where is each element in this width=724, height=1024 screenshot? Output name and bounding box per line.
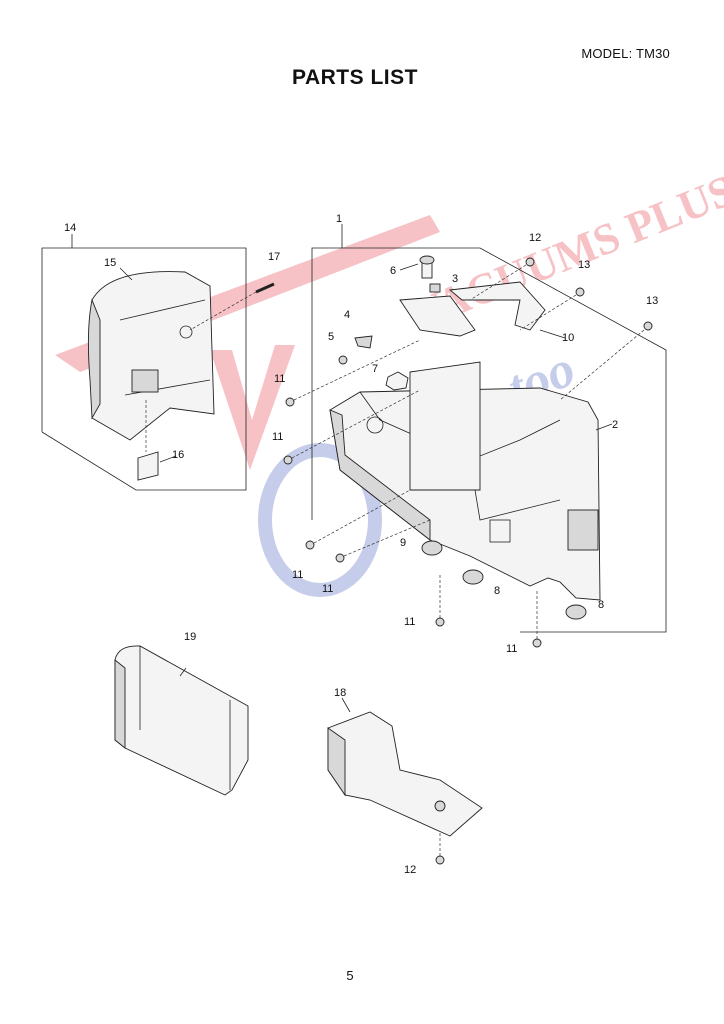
- callout-12a: 12: [529, 232, 541, 244]
- part-plate: [399, 295, 476, 337]
- callout-15: 15: [104, 257, 116, 269]
- part-10-lever: [448, 281, 546, 331]
- bracket-14: [41, 247, 247, 491]
- model-label: MODEL: TM30: [581, 46, 670, 61]
- callout-12b: 12: [404, 864, 416, 876]
- callout-11c: 11: [292, 569, 303, 581]
- bracket-1: [311, 247, 667, 633]
- callout-18: 18: [334, 687, 346, 699]
- part-19-rear-cover: [114, 645, 249, 796]
- callout-19: 19: [184, 631, 196, 643]
- callout-13b: 13: [646, 295, 658, 307]
- part-17-screw: [189, 282, 275, 331]
- part-8-feet: [462, 569, 587, 620]
- callout-2: 2: [612, 419, 618, 431]
- callout-14: 14: [64, 222, 76, 234]
- part-3-block: [429, 283, 441, 293]
- callout-1: 1: [336, 213, 342, 225]
- callout-17: 17: [268, 251, 280, 263]
- part-5-screw: [338, 355, 348, 365]
- callout-13a: 13: [578, 259, 590, 271]
- callout-11e: 11: [404, 616, 415, 628]
- part-16-bracket: [137, 400, 159, 481]
- callout-11f: 11: [506, 643, 517, 655]
- callout-4: 4: [344, 309, 350, 321]
- part-2-main-frame: [329, 361, 601, 601]
- callout-5: 5: [328, 331, 334, 343]
- callout-labels: 14 15 17 16 1 12 13 13 6 3 4 5 10 7 11 1…: [64, 213, 658, 876]
- callout-3: 3: [452, 273, 458, 285]
- page-number: 5: [346, 968, 354, 983]
- callout-11d: 11: [322, 583, 333, 595]
- callout-8a: 8: [494, 585, 500, 597]
- part-7-nut: [385, 371, 409, 391]
- callout-8b: 8: [598, 599, 604, 611]
- part-18-bed-cover: [327, 711, 483, 837]
- leader-lines: [71, 224, 613, 713]
- part-15-face-cover: [87, 271, 215, 441]
- callout-6: 6: [390, 265, 396, 277]
- callout-11b: 11: [272, 431, 283, 443]
- part-4-clip: [354, 335, 373, 349]
- page-title: PARTS LIST: [292, 66, 418, 89]
- callout-11a: 11: [274, 373, 285, 385]
- part-9-bushing: [421, 540, 443, 556]
- callout-9: 9: [400, 537, 406, 549]
- callout-7: 7: [372, 363, 378, 375]
- screws: [283, 257, 653, 865]
- part-6-adjuster: [419, 255, 435, 279]
- callout-10: 10: [562, 332, 574, 344]
- callout-16: 16: [172, 449, 184, 461]
